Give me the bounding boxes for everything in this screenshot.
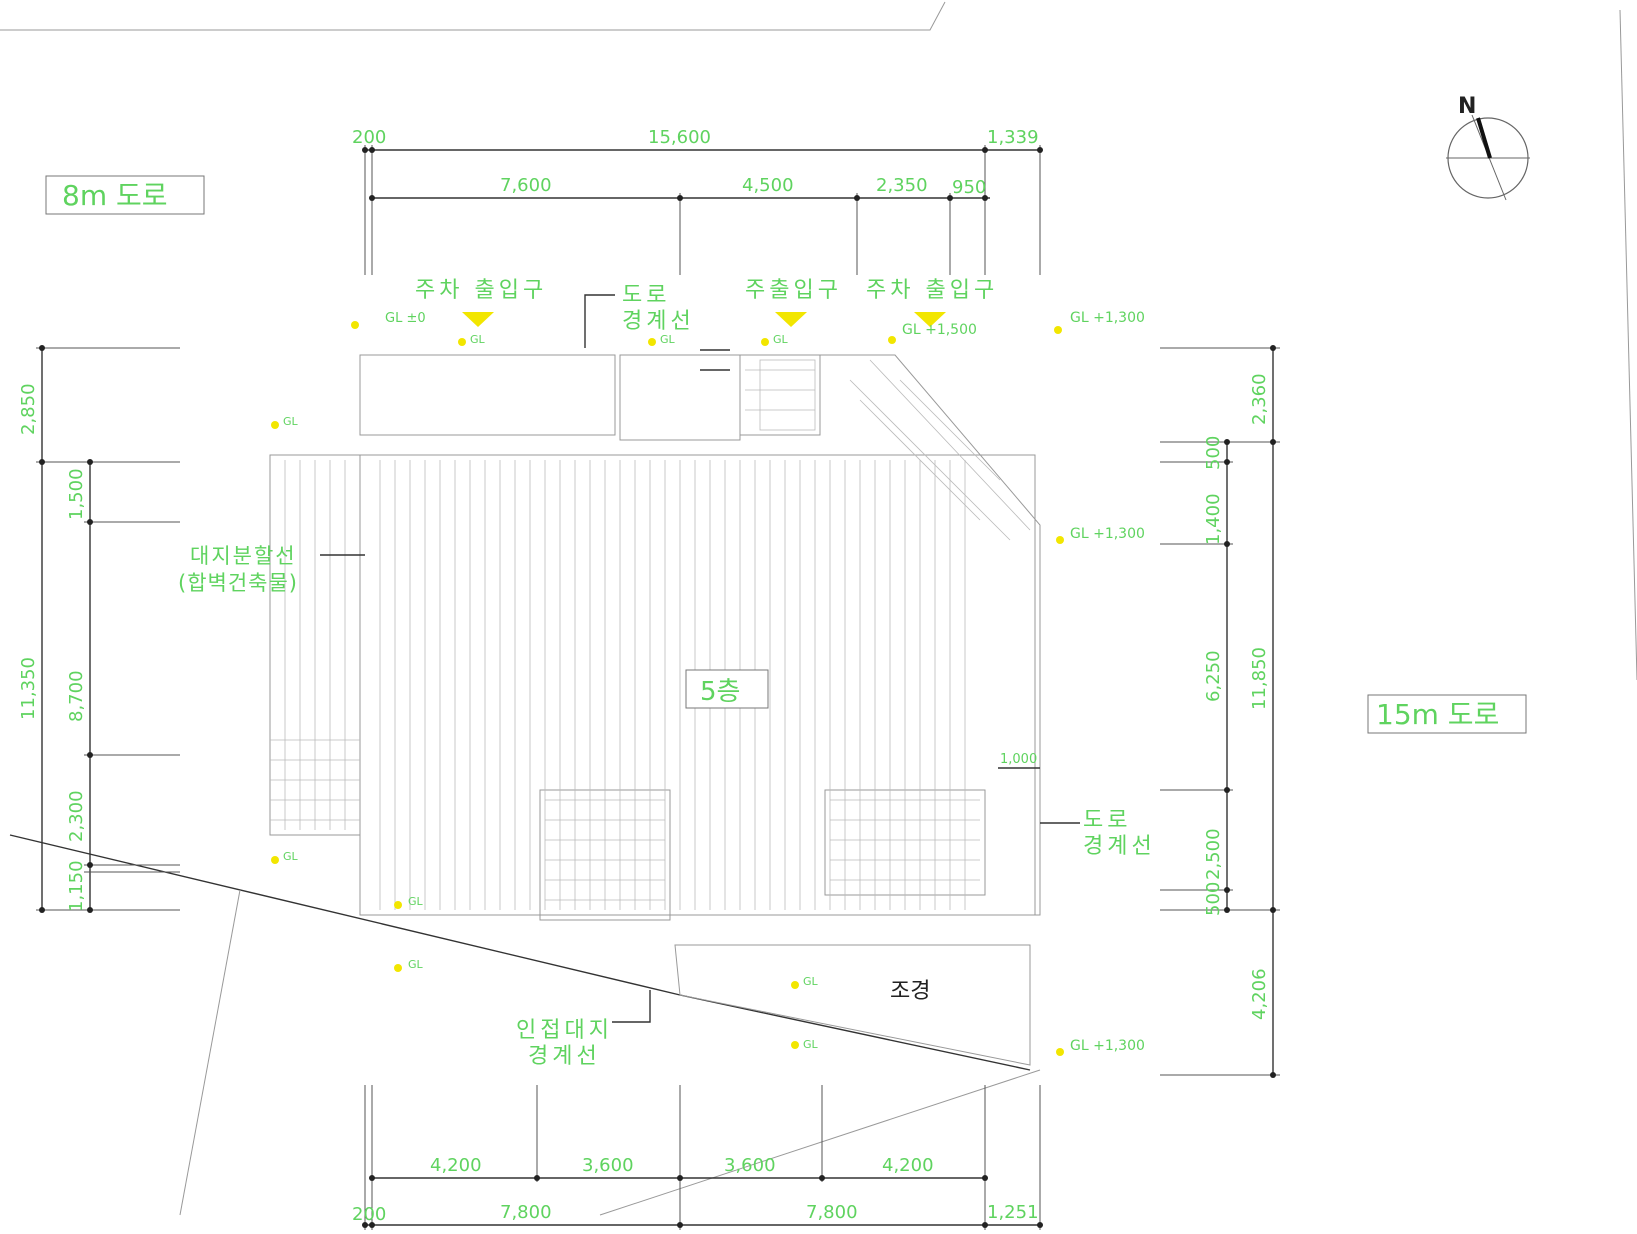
dim-bottom-overall-0: 200 bbox=[352, 1204, 386, 1225]
minor-level-notes: GL GL GL GL GL GL GL GL GL bbox=[283, 333, 819, 1051]
parking-entrance-left-marker bbox=[462, 312, 494, 327]
north-label: N bbox=[1458, 94, 1476, 119]
dim-right-inner-2: 6,250 bbox=[1203, 650, 1224, 702]
dim-left-outer-0: 2,850 bbox=[18, 383, 39, 435]
boundary-edge-left bbox=[179, 889, 241, 1216]
dim-bottom-overall-2: 7,800 bbox=[806, 1202, 858, 1223]
landscape-label: 조경 bbox=[890, 979, 930, 1004]
road-boundary-right-label-1: 도로 bbox=[1083, 808, 1131, 833]
dim-top-overall-2: 1,339 bbox=[987, 127, 1039, 148]
dim-right-outer-1: 11,850 bbox=[1249, 647, 1270, 710]
dim-left-inner-1: 8,700 bbox=[66, 670, 87, 722]
dim-top-seg-3: 950 bbox=[952, 177, 986, 198]
road-boundary-top-label-1: 도로 bbox=[622, 283, 670, 308]
road-boundary-right-label-2: 경계선 bbox=[1083, 834, 1156, 859]
svg-text:GL: GL bbox=[773, 333, 789, 346]
dim-right-inner-4: 500 bbox=[1203, 882, 1224, 916]
road-8m-box bbox=[45, 175, 205, 215]
parking-entrance-right-label: 주차 출입구 bbox=[866, 278, 998, 303]
site-division-label-2: (합벽건축물) bbox=[178, 571, 298, 595]
level-markers bbox=[271, 321, 1064, 1056]
dim-top-overall-1: 15,600 bbox=[648, 127, 711, 148]
svg-text:GL: GL bbox=[283, 415, 299, 428]
dimension-lines-bottom bbox=[362, 1085, 1043, 1230]
dim-left-outer-1: 11,350 bbox=[18, 657, 39, 720]
road-15m-box bbox=[1367, 694, 1527, 734]
level-gl-1500: GL +1,500 bbox=[902, 322, 977, 338]
site-division-label-1: 대지분할선 bbox=[190, 544, 297, 568]
road-15m-label: 15m 도로 bbox=[1376, 698, 1499, 731]
svg-text:GL: GL bbox=[408, 958, 424, 971]
road-8m-label: 8m 도로 bbox=[62, 179, 168, 212]
svg-text:GL: GL bbox=[408, 895, 424, 908]
dim-bottom-seg-3: 4,200 bbox=[882, 1155, 934, 1176]
parking-entrance-right-marker bbox=[914, 312, 946, 327]
level-gl-1300-mid: GL +1,300 bbox=[1070, 526, 1145, 542]
dim-right-inner-1: 1,400 bbox=[1203, 493, 1224, 545]
dim-bottom-seg-1: 3,600 bbox=[582, 1155, 634, 1176]
adjacent-boundary-label-2: 경계선 bbox=[528, 1044, 601, 1069]
dim-left-inner-2: 2,300 bbox=[66, 790, 87, 842]
dim-right-outer-0: 2,360 bbox=[1249, 373, 1270, 425]
dim-right-inner-0: 500 bbox=[1203, 436, 1224, 470]
svg-text:GL: GL bbox=[803, 1038, 819, 1051]
leader-lines bbox=[320, 294, 1080, 1023]
road-boundary-top-label-2: 경계선 bbox=[622, 309, 695, 334]
level-gl-1300-top: GL +1,300 bbox=[1070, 310, 1145, 326]
floor-label-box bbox=[685, 669, 769, 709]
north-arrow-icon: N bbox=[1446, 94, 1530, 201]
landscape-area bbox=[674, 944, 1031, 1066]
floor-hatching bbox=[270, 359, 1031, 910]
dim-right-outer-2: 4,206 bbox=[1249, 968, 1270, 1020]
svg-text:GL: GL bbox=[470, 333, 486, 346]
dim-bottom-seg-2: 3,600 bbox=[724, 1155, 776, 1176]
dim-left-inner-3: 1,150 bbox=[66, 860, 87, 912]
building-outline bbox=[269, 354, 1041, 1066]
dim-top-overall-0: 200 bbox=[352, 127, 386, 148]
dim-bottom-seg-0: 4,200 bbox=[430, 1155, 482, 1176]
svg-text:GL: GL bbox=[803, 975, 819, 988]
parking-entrance-left-label: 주차 출입구 bbox=[415, 278, 547, 303]
dim-top-seg-2: 2,350 bbox=[876, 175, 928, 196]
main-entrance-label: 주출입구 bbox=[745, 278, 842, 303]
adjacent-boundary-label-1: 인접대지 bbox=[516, 1018, 613, 1043]
dim-top-seg-0: 7,600 bbox=[500, 175, 552, 196]
dim-bottom-overall-1: 7,800 bbox=[500, 1202, 552, 1223]
boundary-edge-right bbox=[1619, 9, 1637, 681]
dim-right-inner-3: 2,500 bbox=[1203, 828, 1224, 880]
boundary-edge-bottom bbox=[599, 1069, 1041, 1216]
floor-label: 5층 bbox=[700, 677, 740, 707]
svg-text:GL: GL bbox=[660, 333, 676, 346]
main-entrance-marker bbox=[775, 312, 807, 327]
dim-right-small: 1,000 bbox=[1000, 752, 1037, 767]
paper-edge bbox=[0, 1, 946, 31]
svg-text:GL: GL bbox=[283, 850, 299, 863]
dim-top-seg-1: 4,500 bbox=[742, 175, 794, 196]
dim-bottom-overall-3: 1,251 bbox=[987, 1202, 1039, 1223]
dimension-lines-top bbox=[362, 145, 1043, 275]
level-gl-0: GL ±0 bbox=[385, 311, 426, 326]
dimension-lines-left bbox=[36, 345, 180, 913]
dim-left-inner-0: 1,500 bbox=[66, 468, 87, 520]
dimension-lines-right bbox=[998, 345, 1280, 1078]
level-gl-1300-bot: GL +1,300 bbox=[1070, 1038, 1145, 1054]
